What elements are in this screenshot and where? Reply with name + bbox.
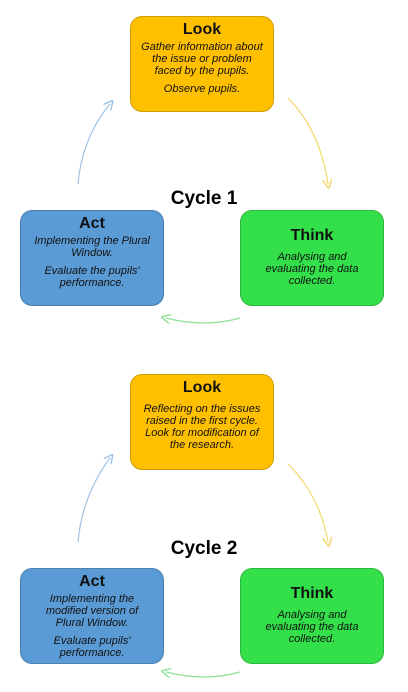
- arrow-think-to-act: [166, 672, 241, 677]
- act-box: Act Implementing the Plural Window. Eval…: [20, 210, 164, 306]
- cycle-2: Look Reflecting on the issues raised in …: [0, 346, 408, 692]
- think-box: Think Analysing and evaluating the data …: [240, 210, 384, 306]
- act-line-1: Implementing the Plural Window.: [34, 235, 150, 259]
- look-box: Look Gather information about the issue …: [130, 16, 274, 112]
- arrow-look-to-think: [287, 97, 328, 184]
- act-line-2: Evaluate the pupils' performance.: [44, 265, 140, 289]
- act-line-1: Implementing the modified version of Plu…: [45, 593, 139, 629]
- think-text: Analysing and evaluating the data collec…: [241, 245, 383, 287]
- act-line-2: Evaluate pupils' performance.: [53, 635, 131, 659]
- act-text: Implementing the Plural Window. Evaluate…: [21, 233, 163, 289]
- arrow-look-to-think: [287, 463, 328, 542]
- think-box: Think Analysing and evaluating the data …: [240, 568, 384, 664]
- arrow-act-to-look: [77, 458, 110, 543]
- cycle-title: Cycle 1: [170, 188, 238, 209]
- think-line-1: Analysing and evaluating the data collec…: [265, 251, 359, 287]
- cycle-1: Look Gather information about the issue …: [20, 16, 408, 346]
- look-title: Look: [182, 21, 222, 38]
- think-line-1: Analysing and evaluating the data collec…: [265, 609, 359, 645]
- act-title: Act: [79, 215, 105, 232]
- look-line-1: Reflecting on the issues raised in the f…: [143, 403, 261, 451]
- look-line-2: Observe pupils.: [163, 83, 241, 95]
- look-box: Look Reflecting on the issues raised in …: [130, 374, 274, 470]
- arrow-act-to-look: [77, 104, 110, 185]
- act-text: Implementing the modified version of Plu…: [21, 591, 163, 659]
- cycle-2-arrows: [77, 346, 408, 692]
- think-title: Think: [290, 227, 334, 244]
- look-line-1: Gather information about the issue or pr…: [141, 41, 263, 77]
- look-text: Reflecting on the issues raised in the f…: [131, 397, 273, 451]
- look-title: Look: [182, 379, 222, 396]
- cycle-1-arrows: [77, 97, 408, 346]
- cycle-title: Cycle 2: [170, 538, 238, 559]
- think-title: Think: [290, 585, 334, 602]
- act-box: Act Implementing the modified version of…: [20, 568, 164, 664]
- look-text: Gather information about the issue or pr…: [131, 39, 273, 95]
- act-title: Act: [79, 573, 105, 590]
- think-text: Analysing and evaluating the data collec…: [241, 603, 383, 645]
- arrow-think-to-act: [166, 318, 241, 323]
